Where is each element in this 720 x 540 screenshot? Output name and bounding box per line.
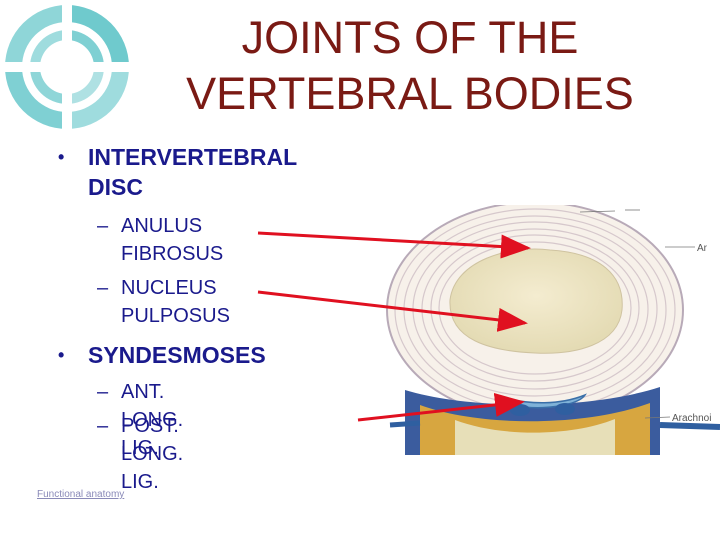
bullet-dot-icon: • bbox=[58, 345, 65, 365]
footer-link[interactable]: Functional anatomy bbox=[37, 489, 125, 500]
bullet-dot-icon: • bbox=[58, 147, 65, 167]
bullet-text: INTERVERTEBRAL DISC bbox=[88, 144, 298, 200]
figure-label-ar: Ar bbox=[697, 243, 708, 254]
subitem-text: ANULUS FIBROSUS bbox=[121, 215, 224, 265]
slide-title: JOINTS OF THE VERTEBRAL BODIES bbox=[186, 12, 634, 119]
subitem-text: NUCLEUS PULPOSUS bbox=[121, 277, 230, 327]
dash-icon: – bbox=[97, 415, 109, 437]
disc-illustration: Ar Arachnoi bbox=[386, 205, 720, 455]
dash-icon: – bbox=[97, 277, 109, 299]
bullet-text: SYNDESMOSES bbox=[88, 342, 266, 368]
subitem-text: ANT. LONG. LIG. bbox=[121, 381, 184, 459]
figure-label-arachnoid: Arachnoi bbox=[672, 413, 711, 424]
subitem-text: POST. LONG. LIG. bbox=[121, 415, 184, 493]
logo-icon bbox=[0, 0, 135, 135]
dash-icon: – bbox=[97, 381, 109, 403]
dash-icon: – bbox=[97, 215, 109, 237]
